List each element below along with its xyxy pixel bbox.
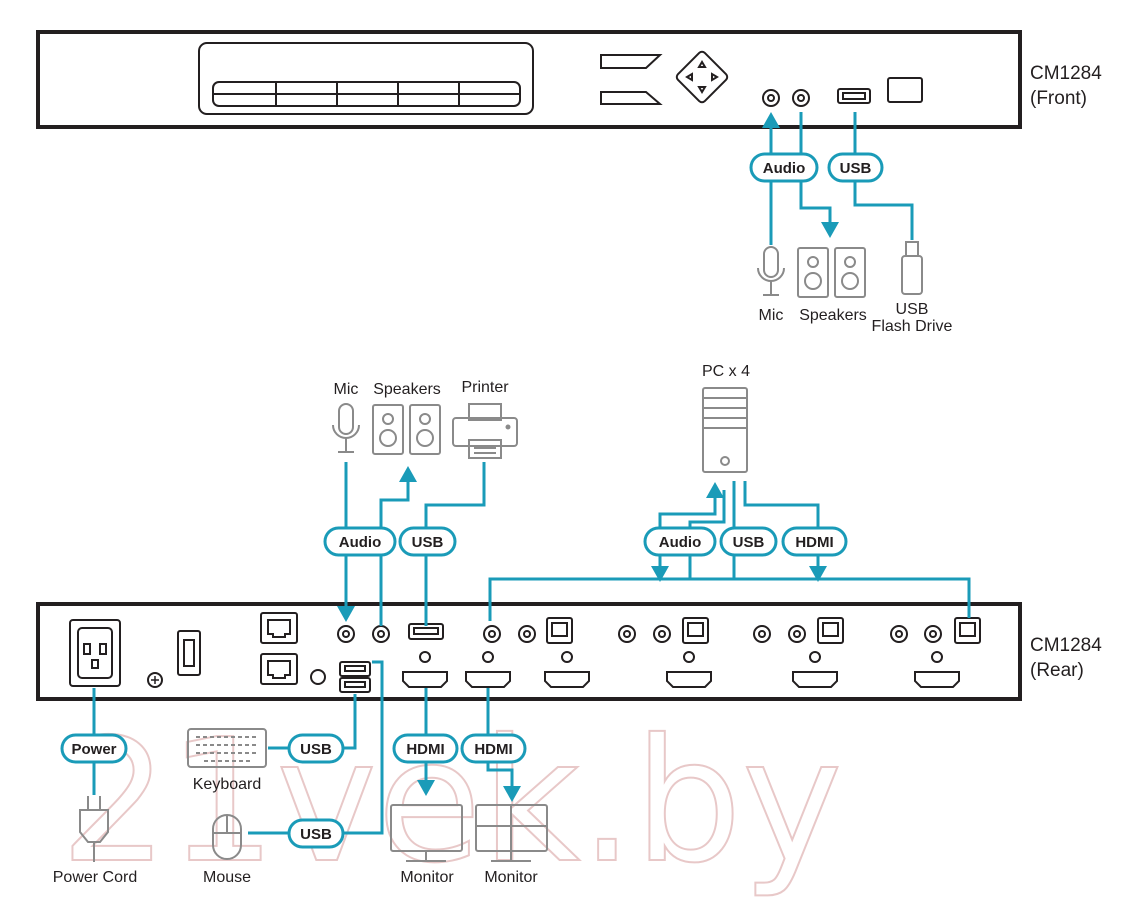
keyboard-label: Keyboard xyxy=(193,776,262,793)
rear-unit-side: (Rear) xyxy=(1030,660,1084,681)
front-indicator xyxy=(887,77,923,103)
svg-text:HDMI: HDMI xyxy=(795,534,833,551)
kvm-port-group-1 xyxy=(483,617,590,688)
svg-text:Power: Power xyxy=(71,741,116,758)
svg-text:USB: USB xyxy=(840,160,872,177)
mic-rear-label: Mic xyxy=(334,381,359,398)
pc-tower-icon xyxy=(702,387,748,473)
svg-text:USB: USB xyxy=(412,534,444,551)
speakers-icon xyxy=(797,247,866,298)
pc-audio-pill: Audio xyxy=(643,526,717,557)
monitor1-hdmi-pill: HDMI xyxy=(392,733,459,764)
rear-unit-model: CM1284 xyxy=(1030,635,1102,656)
svg-text:HDMI: HDMI xyxy=(406,741,444,758)
mouse-icon xyxy=(212,814,242,860)
svg-text:HDMI: HDMI xyxy=(474,741,512,758)
lan-ports xyxy=(260,612,298,685)
front-usb-port xyxy=(837,88,871,104)
monitor-split-icon xyxy=(475,804,548,862)
kvm-port-group-2 xyxy=(618,617,712,688)
speakers-icon xyxy=(372,404,441,455)
rear-top-arrowheads xyxy=(337,466,827,622)
front-unit-side: (Front) xyxy=(1030,88,1087,109)
mic-front-label: Mic xyxy=(759,307,784,324)
power-cord-label: Power Cord xyxy=(53,869,137,886)
rear-usb-ports xyxy=(339,623,444,693)
front-unit: CM1284 (Front) xyxy=(36,30,1102,129)
mic-icon xyxy=(332,403,360,453)
keyboard-icon xyxy=(187,728,267,768)
usb-flash-drive-label-2: Flash Drive xyxy=(872,318,953,335)
pc-label: PC x 4 xyxy=(702,363,750,380)
svg-text:USB: USB xyxy=(300,826,332,843)
speakers-rear-label: Speakers xyxy=(373,381,441,398)
ground-screw xyxy=(147,672,163,688)
svg-text:USB: USB xyxy=(733,534,765,551)
pc-usb-pill: USB xyxy=(719,526,778,557)
rear-bottom-arrowheads xyxy=(417,780,521,802)
front-unit-model: CM1284 xyxy=(1030,63,1102,84)
kvm-port-group-3 xyxy=(753,617,844,688)
console-hdmi-ports xyxy=(402,651,511,688)
usb-flash-drive-label-1: USB xyxy=(896,301,929,318)
front-audio-jacks xyxy=(762,89,810,107)
rear-unit: CM1284 (Rear) xyxy=(36,602,1102,701)
svg-text:Audio: Audio xyxy=(763,160,806,177)
monitor-icon xyxy=(390,804,463,862)
printer-icon xyxy=(452,403,518,459)
keyboard-usb-pill: USB xyxy=(287,733,345,764)
front-audio-pill: Audio xyxy=(749,152,819,183)
monitor-2-label: Monitor xyxy=(484,869,538,886)
power-socket xyxy=(69,619,121,687)
power-cord-icon xyxy=(79,796,109,862)
svg-text:USB: USB xyxy=(300,741,332,758)
front-usb-pill: USB xyxy=(827,152,884,183)
svg-text:Audio: Audio xyxy=(659,534,702,551)
front-arrowheads xyxy=(762,112,839,238)
printer-label: Printer xyxy=(461,379,509,396)
rear-audio-pill: Audio xyxy=(323,526,397,557)
usb-flash-drive-icon xyxy=(901,241,923,295)
monitor-1-label: Monitor xyxy=(400,869,454,886)
front-display xyxy=(198,42,534,115)
mouse-label: Mouse xyxy=(203,869,251,886)
pc-hdmi-pill: HDMI xyxy=(781,526,848,557)
watermark: 21vek.by xyxy=(60,703,843,901)
front-buttons xyxy=(600,50,729,105)
kvm-port-group-4 xyxy=(890,617,981,688)
monitor2-hdmi-pill: HDMI xyxy=(460,733,527,764)
rear-usb-pill: USB xyxy=(398,526,457,557)
mouse-usb-pill: USB xyxy=(287,818,345,849)
mic-icon xyxy=(757,246,785,296)
power-pill: Power xyxy=(60,733,128,764)
svg-text:Audio: Audio xyxy=(339,534,382,551)
rear-audio-jacks xyxy=(337,625,390,643)
power-switch xyxy=(177,630,201,676)
speakers-front-label: Speakers xyxy=(799,307,867,324)
